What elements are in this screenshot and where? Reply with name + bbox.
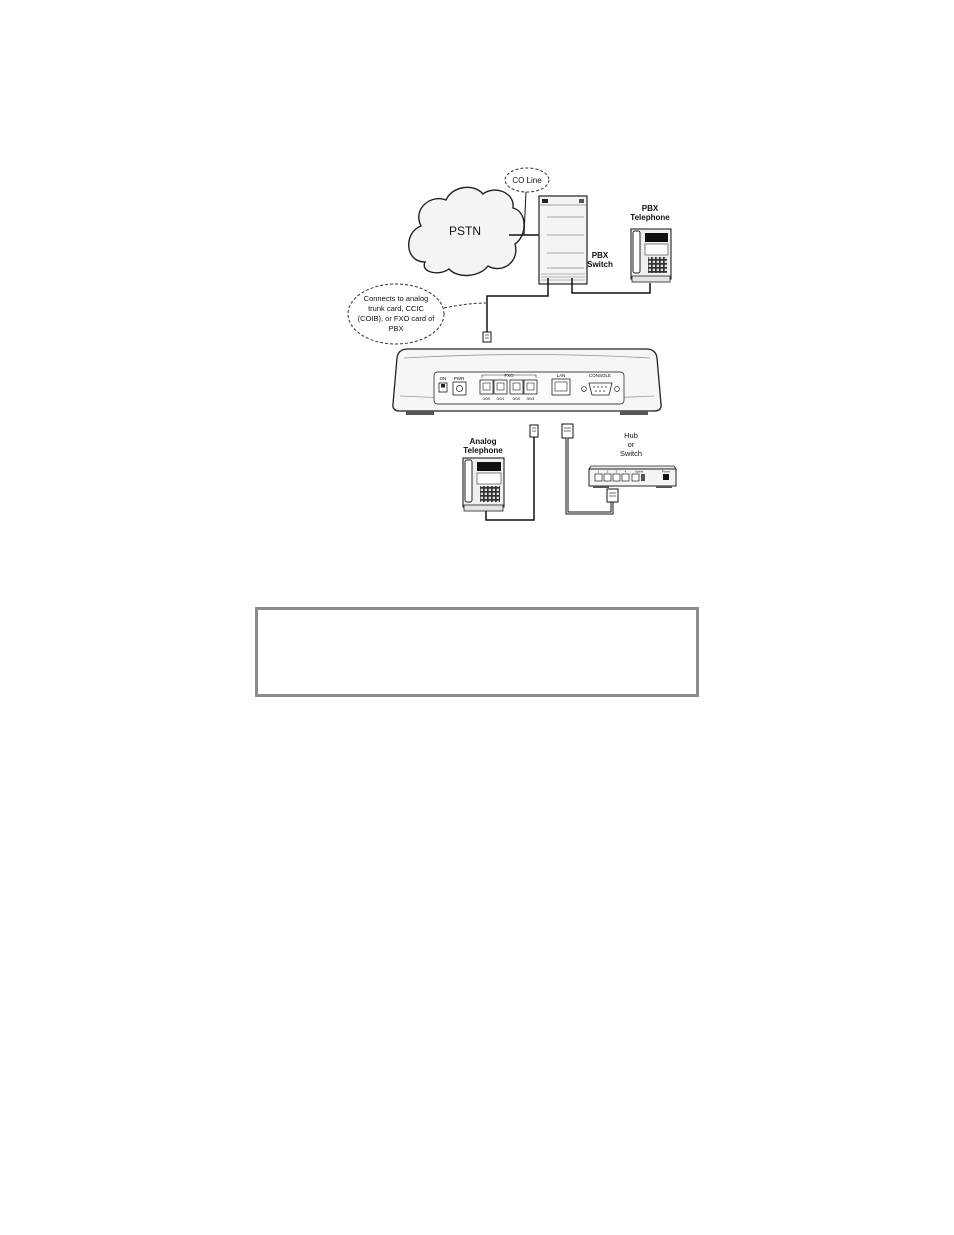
hub-port-power: Power: [662, 470, 671, 474]
port-sub-1: 0/0/1: [497, 397, 505, 401]
console-port: [581, 382, 620, 396]
connects-label-line2: trunk card, CCIC: [368, 304, 424, 313]
rj11-plug-top: [482, 331, 492, 343]
port-sub-2: 0/0/2: [513, 397, 521, 401]
pbx-switch: [538, 195, 588, 285]
pbx-telephone-icon: [630, 228, 672, 283]
hub-port-2: 2: [607, 470, 609, 474]
hub-port-4: 4: [625, 470, 627, 474]
pbx-telephone-cord: [571, 278, 651, 294]
connects-to-callout: Connects to analog trunk card, CCIC (COI…: [347, 283, 445, 345]
pbx-telephone-label-line1: PBX: [642, 204, 659, 213]
co-line-callout: CO Line: [504, 167, 550, 193]
fxo-label: FXO: [504, 373, 514, 378]
hub-label-line2: or: [628, 440, 635, 449]
console-label: CONSOLE: [589, 373, 611, 378]
connects-label-line4: PBX: [388, 324, 403, 333]
on-label: ON: [440, 376, 447, 381]
analog-telephone-label-line2: Telephone: [463, 446, 503, 455]
co-line-leader: [523, 191, 527, 236]
pbx-telephone-label-line2: Telephone: [630, 213, 670, 222]
pbx-switch-label-line1: PBX: [592, 251, 609, 260]
hub-port-3: 3: [616, 470, 618, 474]
connects-label-line3: (COIB), or FXO card of: [358, 314, 436, 323]
fxo-port-2: [509, 379, 524, 395]
co-line-label: CO Line: [512, 176, 542, 185]
analog-telephone-label-line1: Analog: [469, 437, 496, 446]
pbx-trunk-cord: [486, 278, 549, 334]
rj45-plug-hub: [606, 488, 619, 503]
rj11-plug-analog: [529, 424, 539, 438]
fxo-port-1: [493, 379, 508, 395]
pstn-cloud: PSTN: [408, 186, 525, 277]
lan-label: LAN: [557, 373, 566, 378]
fxo-port-0: [479, 379, 494, 395]
pbx-switch-label-line2: Switch: [587, 260, 613, 269]
analog-telephone-cord: [485, 437, 535, 521]
hub-port-1: 1: [598, 470, 600, 474]
pwr-label: PWR: [454, 376, 465, 381]
hub-switch-icon: 1 2 3 4 Uplink Power: [588, 465, 677, 488]
note-box: [255, 607, 699, 697]
port-sub-3: 0/0/3: [527, 397, 535, 401]
hub-label-line1: Hub: [624, 431, 638, 440]
pstn-label: PSTN: [449, 224, 481, 238]
lan-port: [551, 378, 571, 396]
hub-label-line3: Switch: [620, 449, 642, 458]
connects-label-line1: Connects to analog: [364, 294, 429, 303]
rj45-plug-lan: [561, 423, 574, 439]
gateway-device: ON PWR FXO 0/0/0 0/0/1 0/0/2 0/0/3: [392, 348, 662, 415]
analog-telephone-icon: [462, 457, 505, 512]
hub-port-uplink: Uplink: [635, 470, 644, 474]
connects-leader: [443, 302, 487, 309]
port-sub-0: 0/0/0: [483, 397, 491, 401]
fxo-port-3: [523, 379, 538, 395]
